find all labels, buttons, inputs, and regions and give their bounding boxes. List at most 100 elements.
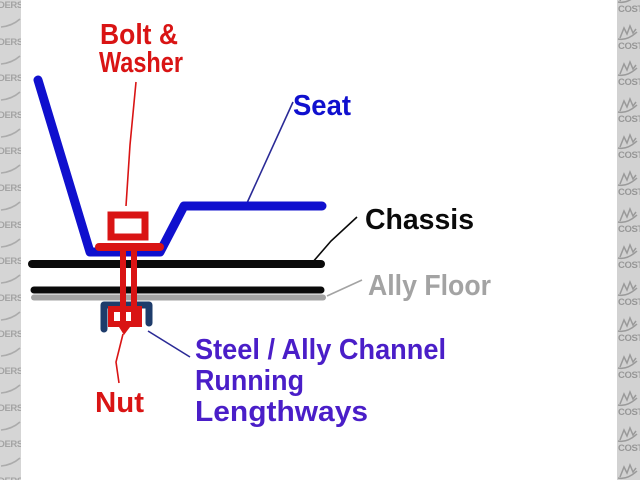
watermark-tile: COST [617,60,640,97]
swoosh-icon [0,237,21,248]
watermark-text: DERS. [0,73,21,85]
mountain-logo-icon [617,23,638,40]
watermark-text: DERS. [0,256,21,268]
watermark-text: DERS. [0,476,21,480]
mountain-logo-icon [617,206,638,223]
channel-leader-line [147,330,191,358]
watermark-tile: COST [617,462,640,480]
swoosh-icon [0,128,21,138]
watermark-text: DERS. [0,402,21,414]
watermark-tile: COST [617,279,640,317]
mountain-logo-icon [617,389,638,406]
mountain-logo-icon [617,243,638,260]
watermark-tile: COST [617,169,640,207]
watermark-text: DERS. [0,365,21,377]
nut-leader-line [115,333,124,384]
bolt-washer-leader-line [125,81,137,207]
seat-leader-line [246,101,294,204]
watermark-tile: COST [617,96,640,134]
seat-label: Seat [293,90,351,122]
watermark-text: COST [618,296,640,308]
swoosh-icon [0,311,21,321]
swoosh-icon [0,420,21,431]
watermark-tile: COST [617,316,640,353]
nut-label: Nut [95,387,144,419]
swoosh-icon [0,54,21,65]
swoosh-icon [0,201,21,211]
watermark-text: DERS. [0,292,21,304]
mountain-logo-icon [617,133,638,150]
watermark-text: COST [618,223,640,235]
channel-label-line3: Lengthways [195,396,368,428]
mountain-logo-icon [617,169,638,187]
watermark-tile: DERS. [0,182,21,221]
bolt-washer-label-line2: Washer [99,47,183,79]
swoosh-icon [0,347,21,358]
watermark-text: DERS. [0,146,21,158]
mountain-logo-icon [617,96,638,113]
channel-bracket [100,301,153,333]
swoosh-icon [0,274,21,284]
mountain-logo-icon [617,0,632,4]
watermark-tile: COST [617,243,640,280]
watermark-tile: COST [617,206,640,244]
watermark-tile: DERS. [0,402,21,441]
watermark-tile: DERS. [0,36,21,75]
watermark-tile: COST [617,133,640,170]
mountain-logo-icon [617,60,638,77]
watermark-text: DERS. [0,0,21,11]
watermark-text: DERS. [0,219,21,231]
watermark-text: COST [618,369,640,381]
chassis-label: Chassis [365,204,474,236]
watermark-tile: DERS. [0,476,21,480]
watermark-tile: DERS. [0,257,21,294]
chassis-leader-line [311,216,358,264]
watermark-tile: DERS. [0,292,21,331]
watermark-text: COST [618,113,640,125]
swoosh-icon [0,384,21,394]
watermark-text: COST [618,77,640,89]
watermark-tile: DERS. [0,440,21,477]
watermark-tile: DERS. [0,147,21,184]
watermark-tile: COST [617,0,640,24]
watermark-tile: COST [617,389,640,427]
swoosh-icon [0,91,21,101]
seat-outline [33,75,327,257]
watermark-text: COST [618,406,640,418]
mountain-logo-icon [617,352,638,370]
watermark-tile: DERS. [0,74,21,111]
swoosh-icon [0,18,21,28]
watermark-text: COST [618,186,640,198]
ally-floor-label: Ally Floor [368,270,491,302]
watermark-tile: DERS. [0,330,21,367]
swoosh-icon [0,457,21,467]
channel-label-line1: Steel / Ally Channel [195,334,446,366]
bolt-tip [119,327,130,335]
watermark-text: DERS. [0,439,21,451]
watermark-text: COST [618,333,640,345]
watermark-text: DERS. [0,36,21,48]
watermark-text: DERS. [0,109,21,121]
right-watermark-strip: COST COST COST COST COST [617,0,640,480]
mountain-logo-icon [617,316,638,333]
watermark-text: COST [618,443,640,455]
watermark-text: COST [618,40,640,52]
watermark-text: DERS. [0,182,21,194]
watermark-text: COST [618,150,640,162]
channel-label-line2: Running [195,365,304,397]
left-watermark-tiles: DERS. DERS. DERS. DERS. DERS. DERS. [0,1,21,480]
watermark-tile: COST [617,352,640,390]
mountain-logo-icon [617,426,638,443]
watermark-tile: COST [617,426,640,463]
bolt-washer-label-line1: Bolt & [100,19,178,51]
watermark-tile: DERS. [0,365,21,404]
right-watermark-tiles: COST COST COST COST COST [617,0,640,480]
watermark-tile: DERS. [0,219,21,258]
swoosh-icon [0,164,21,175]
watermark-text: COST [618,260,640,272]
mountain-logo-icon [617,279,638,296]
mountain-logo-icon [617,462,638,479]
watermark-tile: COST [617,23,640,61]
